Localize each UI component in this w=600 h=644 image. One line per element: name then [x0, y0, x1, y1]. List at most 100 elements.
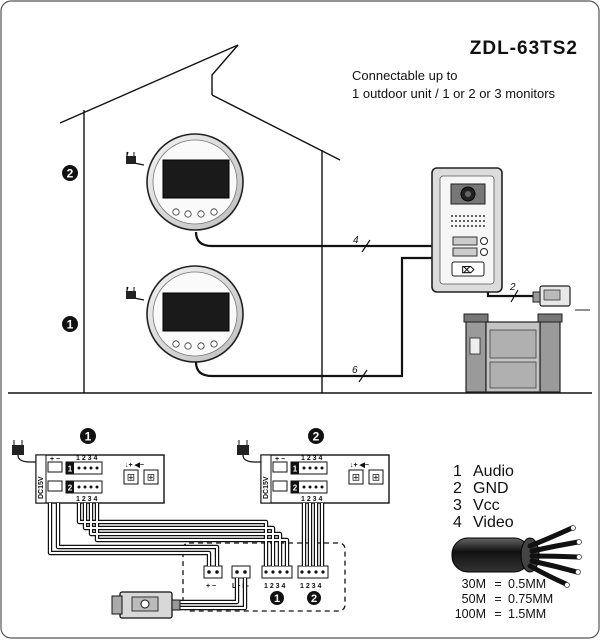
wire-lock	[486, 292, 534, 298]
power-label: DC15V	[38, 476, 45, 499]
junction-pm-label: + −	[206, 583, 216, 590]
gate-post-right	[539, 319, 561, 393]
monitor-button	[210, 208, 218, 216]
pm-label: + −	[50, 456, 60, 463]
indoor-monitor-lower	[126, 265, 244, 363]
junction-terminals: + − L+ L- 1 2 3 4 1 2 3 4	[203, 565, 329, 590]
wire-count-lock: 2	[509, 282, 516, 293]
legend-num-2: 2	[453, 480, 462, 497]
monitor-button	[184, 210, 192, 218]
svg-text:1: 1	[68, 465, 73, 474]
svg-text:1: 1	[85, 430, 92, 444]
wiring-harness	[47, 503, 325, 611]
model-title: ZDL-63TS2	[470, 38, 578, 59]
call-label-plate	[452, 247, 478, 257]
svg-text:2: 2	[68, 484, 73, 493]
junction-terminal-numbers-2: 1 2 3 4	[300, 583, 322, 590]
svg-text:1: 1	[67, 318, 74, 332]
monitor-button	[197, 210, 205, 218]
junction-badge-1: 1	[270, 591, 284, 605]
wire-count-lower: 6	[352, 365, 358, 376]
junction-lock-label: L+ L-	[232, 583, 250, 590]
house-roof-left	[59, 44, 239, 124]
outdoor-door-station: ⌦	[431, 167, 503, 293]
spec-length-50: 50M	[462, 592, 486, 606]
wire-upper-monitor	[194, 231, 435, 248]
svg-text:⊞: ⊞	[352, 473, 360, 484]
svg-text:1: 1	[293, 465, 298, 474]
monitor-button	[197, 342, 205, 350]
call-label-plate	[452, 236, 478, 246]
spec-size-075: 0.75MM	[508, 592, 553, 606]
pm-label: + −	[275, 456, 285, 463]
monitor-button	[172, 208, 180, 216]
card-reader	[451, 261, 485, 277]
monitor-badge-1: 1	[80, 428, 96, 444]
power-label: DC15V	[263, 476, 270, 499]
wire-specs: 30M = 0.5MM 50M = 0.75MM 100M = 1.5MM	[455, 577, 553, 621]
cable-illustration	[451, 525, 582, 588]
house-wires	[194, 231, 534, 378]
spec-size-15: 1.5MM	[508, 607, 546, 621]
legend-label-vcc: Vcc	[473, 497, 500, 514]
svg-text:2: 2	[313, 430, 320, 444]
gate	[463, 313, 563, 393]
svg-text:⊞: ⊞	[372, 473, 380, 484]
call-button-1	[480, 237, 488, 245]
call-button-2	[480, 248, 488, 256]
floor-marker-1: 1	[62, 316, 78, 332]
card-reader-icon: ⌦	[462, 265, 475, 275]
terminal-numbers-top: 1 2 3 4	[301, 455, 323, 462]
monitor-button	[184, 342, 192, 350]
spec-eq: =	[494, 592, 501, 606]
spec-length-100: 100M	[455, 607, 486, 621]
svg-text:2: 2	[311, 593, 317, 605]
subtitle-line-2: 1 outdoor unit / 1 or 2 or 3 monitors	[352, 86, 556, 101]
monitor-screen	[162, 159, 230, 199]
spec-eq: =	[494, 607, 501, 621]
power-adapter-lower	[126, 286, 145, 301]
spec-size-05: 0.5MM	[508, 577, 546, 591]
signal-legend: 1 Audio 2 GND 3 Vcc 4 Video	[453, 463, 514, 531]
svg-text:⊞: ⊞	[127, 473, 135, 484]
terminal-numbers-bottom: 1 2 3 4	[76, 496, 98, 503]
terminal-numbers-bottom: 1 2 3 4	[301, 496, 323, 503]
spec-eq: =	[494, 577, 501, 591]
gate-post-left	[465, 319, 487, 393]
monitor-button	[172, 340, 180, 348]
svg-text:2: 2	[293, 484, 298, 493]
wire-count-upper: 4	[353, 235, 359, 246]
spec-length-30: 30M	[462, 577, 486, 591]
speaker-grille	[451, 215, 485, 227]
power-adapter-upper	[126, 151, 145, 166]
monitor-screen	[162, 292, 230, 332]
power-adapter-right	[237, 440, 265, 463]
monitor-board-2: DC15V + − 1 2 1 2 3 4 1 2 3 4 ⊞ ⊞ ↓+ ◀−	[260, 454, 390, 504]
lock-out-icon: ↓+ ◀−	[350, 462, 369, 469]
gate-lock-box	[469, 337, 481, 355]
electric-lock-house	[532, 285, 590, 311]
legend-label-gnd: GND	[473, 480, 509, 497]
legend-label-audio: Audio	[473, 463, 514, 480]
monitor-button	[210, 340, 218, 348]
legend-num-3: 3	[453, 497, 462, 514]
power-adapter-left	[12, 440, 40, 463]
junction-badge-2: 2	[307, 591, 321, 605]
svg-text:1: 1	[274, 593, 280, 605]
legend-num-4: 4	[453, 514, 462, 531]
subtitle-line-1: Connectable up to	[352, 68, 458, 83]
indoor-monitor-upper	[126, 133, 244, 231]
svg-text:2: 2	[67, 167, 74, 181]
house	[8, 44, 592, 394]
floor-marker-2: 2	[62, 165, 78, 181]
legend-label-video: Video	[473, 514, 514, 531]
svg-text:⊞: ⊞	[147, 473, 155, 484]
legend-num-1: 1	[453, 463, 462, 480]
electric-lock-bottom	[111, 591, 181, 619]
lock-out-icon: ↓+ ◀−	[125, 462, 144, 469]
wire-count-marks	[358, 239, 519, 383]
monitor-badge-2: 2	[308, 428, 324, 444]
